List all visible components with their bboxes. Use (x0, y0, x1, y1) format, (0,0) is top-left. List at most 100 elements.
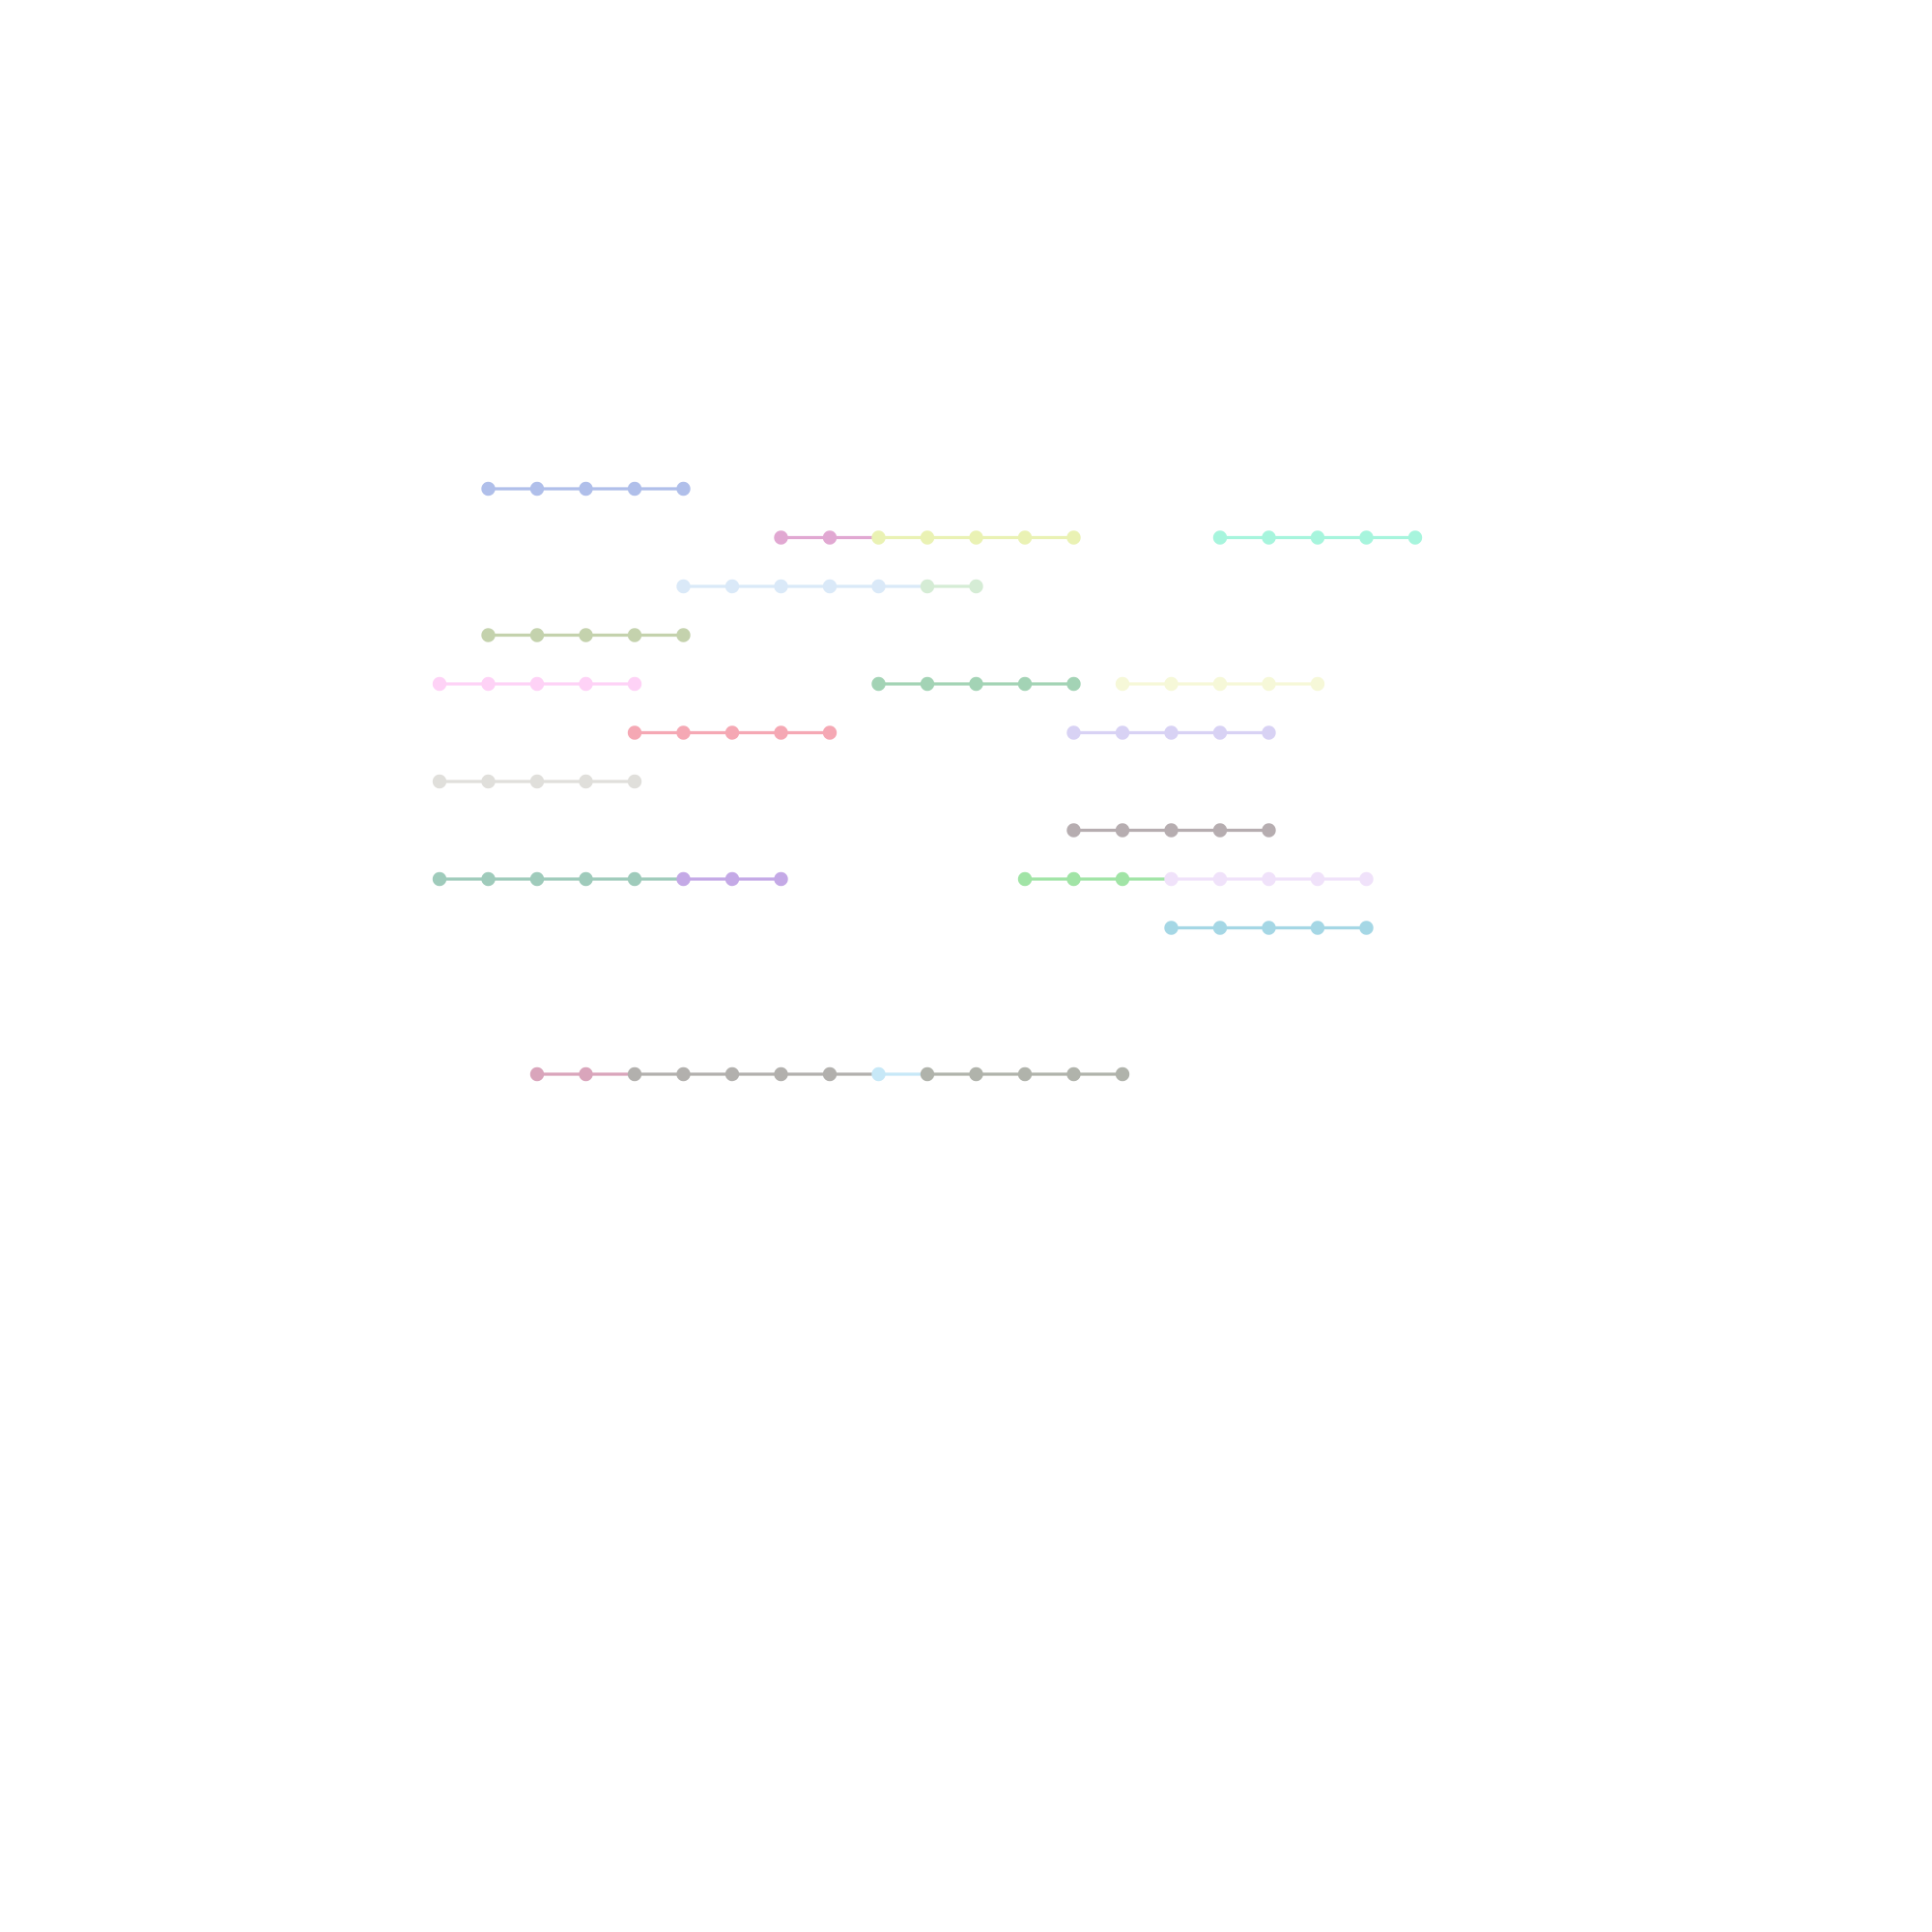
chain-node (1212, 530, 1228, 545)
chain-node (1310, 921, 1325, 935)
chain (676, 579, 983, 594)
chain-node (529, 774, 545, 789)
chain-node (774, 579, 788, 594)
chain-node (1066, 530, 1081, 545)
chain-node (1310, 871, 1325, 887)
chain-node (969, 1066, 983, 1082)
chain (774, 530, 1081, 545)
chain-node (676, 481, 691, 497)
chain-node (579, 628, 593, 642)
chain (432, 871, 788, 887)
chain-node (822, 579, 838, 594)
chain-node (676, 579, 691, 594)
chain-node (774, 1066, 788, 1082)
chain-node (627, 871, 642, 887)
chain-node (774, 530, 788, 545)
chain-node (1164, 871, 1179, 887)
chain-node (1164, 921, 1179, 935)
chain-node (774, 871, 788, 887)
chain-node (1115, 725, 1130, 740)
chain-node (1359, 530, 1374, 545)
chain-node (1359, 871, 1374, 887)
chain-node (822, 1066, 838, 1082)
chain-node (871, 530, 886, 545)
chain-node (969, 579, 983, 594)
chain (1066, 725, 1276, 740)
chain-node (1017, 676, 1033, 692)
chain (1066, 823, 1276, 838)
chain-node (724, 1066, 740, 1082)
chain-node (579, 1066, 593, 1082)
chain-node (529, 481, 545, 497)
chain-node (774, 725, 788, 740)
chain (481, 628, 691, 642)
chain-node (1359, 921, 1374, 935)
chain-node (529, 871, 545, 887)
chain (529, 1066, 1130, 1082)
chain-node (627, 628, 642, 642)
chain-node (1212, 725, 1228, 740)
chain-node (920, 579, 935, 594)
chain-node (529, 676, 545, 692)
chain-node (871, 676, 886, 692)
chain-node (627, 676, 642, 692)
chains-layer (432, 481, 1423, 1082)
chain (481, 481, 691, 497)
chain-node (1212, 921, 1228, 935)
chain-node (920, 530, 935, 545)
chain-node (579, 871, 593, 887)
chain-node (1212, 871, 1228, 887)
chain-node (579, 676, 593, 692)
chain-node (969, 530, 983, 545)
chain-node (432, 676, 447, 692)
chain-node (1066, 725, 1081, 740)
chain-node (920, 1066, 935, 1082)
chain-node (1262, 676, 1276, 692)
chain-node (1262, 725, 1276, 740)
chain-node (724, 725, 740, 740)
chain-node (481, 676, 496, 692)
chain (1017, 871, 1374, 887)
chain (1164, 921, 1374, 935)
chain (1115, 676, 1325, 692)
chain-node (481, 628, 496, 642)
chain-node (627, 481, 642, 497)
chain-node (1115, 1066, 1130, 1082)
chain-node (871, 579, 886, 594)
chain-node (1066, 676, 1081, 692)
chain-node (1407, 530, 1423, 545)
chain (1212, 530, 1423, 545)
chain-node (724, 871, 740, 887)
chain-node (1017, 530, 1033, 545)
chain-node (432, 871, 447, 887)
chain-node (529, 628, 545, 642)
chain-node (1212, 823, 1228, 838)
chain-node (1262, 530, 1276, 545)
chain-node (579, 481, 593, 497)
chain-node (724, 579, 740, 594)
chain (627, 725, 838, 740)
chain-node (627, 1066, 642, 1082)
chain-node (1017, 871, 1033, 887)
chain (871, 676, 1081, 692)
chain-node (1066, 823, 1081, 838)
chain-node (481, 871, 496, 887)
chain-node (1164, 823, 1179, 838)
chain-node (1164, 725, 1179, 740)
chain-node (1115, 823, 1130, 838)
chain-node (529, 1066, 545, 1082)
chain (432, 774, 642, 789)
chain-node (1115, 871, 1130, 887)
chain-node (676, 725, 691, 740)
chain-node (1262, 871, 1276, 887)
chain-node (1164, 676, 1179, 692)
chain-node (627, 725, 642, 740)
chain-node (822, 725, 838, 740)
chain-node (1262, 921, 1276, 935)
chain-node (481, 774, 496, 789)
chain-node (822, 530, 838, 545)
chain-node (1310, 530, 1325, 545)
chain-node (1262, 823, 1276, 838)
